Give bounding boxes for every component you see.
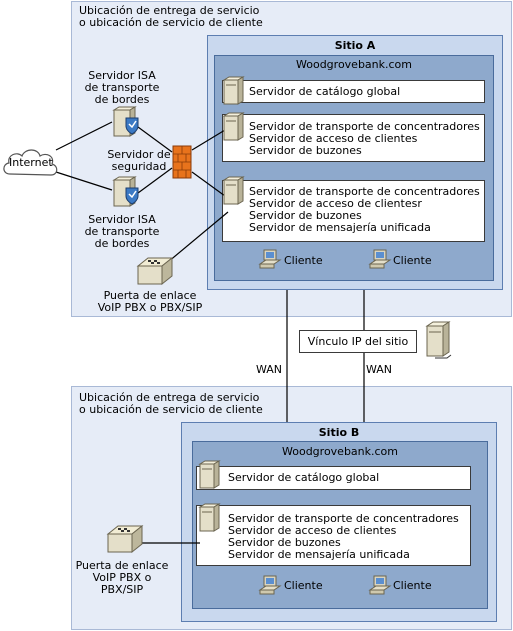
isa-label-line: de bordes xyxy=(94,93,150,106)
gateway-label-line: VoIP PBX o PBX/SIP xyxy=(97,301,203,314)
firewall-label-line: seguridad xyxy=(111,160,167,173)
site-b-title: Sitio B xyxy=(318,426,360,439)
isa-server-2-label: Servidor ISA de transporte de bordes xyxy=(76,214,168,250)
top-location-line-1: Ubicación de entrega de servicio xyxy=(79,4,260,17)
isa1-firewall-line xyxy=(137,126,173,153)
server-icon xyxy=(222,176,245,205)
isa-label-line: de bordes xyxy=(94,237,150,250)
top-location-line-2: o ubicación de servicio de cliente xyxy=(79,16,263,29)
isa-label-line: Servidor ISA xyxy=(88,69,156,82)
server-icon xyxy=(198,503,221,532)
site-a-domain-name: Woodgrovebank.com xyxy=(296,58,412,71)
site-b-client-1-label: Cliente xyxy=(284,579,323,592)
voip-gateway-icon xyxy=(106,524,144,554)
site-a-global-catalog-box xyxy=(222,80,485,103)
ip-link-label: Vínculo IP del sitio xyxy=(307,335,409,348)
gateway-servers2-line xyxy=(167,211,229,263)
server-role-label: Servidor de acceso de clientesr xyxy=(249,197,422,210)
gateway-top-label: Puerta de enlace VoIP PBX o PBX/SIP xyxy=(86,290,214,314)
gateway-label-line: VoIP PBX o xyxy=(92,571,152,584)
internet-label: Internet xyxy=(9,156,53,169)
isa-server-icon xyxy=(112,176,139,207)
server-role-label: Servidor de transporte de concentradores xyxy=(249,120,480,133)
site-b-global-catalog-box xyxy=(196,466,471,490)
server-role-label: Servidor de buzones xyxy=(249,144,362,157)
server-role-label: Servidor de transporte de concentradores xyxy=(249,185,480,198)
bottom-location-line-2: o ubicación de servicio de cliente xyxy=(79,403,263,416)
site-b-domain-name: Woodgrovebank.com xyxy=(282,445,398,458)
site-a-client-2-label: Cliente xyxy=(393,254,432,267)
server-role-label: Servidor de transporte de concentradores xyxy=(228,512,459,525)
firewall-label: Servidor de seguridad xyxy=(103,149,175,173)
ip-link-box xyxy=(299,330,417,353)
voip-gateway-icon xyxy=(136,256,174,286)
client-computer-icon xyxy=(368,249,392,269)
isa-server-1-label: Servidor ISA de transporte de bordes xyxy=(76,70,168,106)
server-icon xyxy=(222,112,245,141)
site-a-server-group-1-box xyxy=(222,114,485,162)
isa-server-icon xyxy=(112,106,139,137)
server-icon xyxy=(198,460,221,489)
site-b-global-catalog-label: Servidor de catálogo global xyxy=(228,471,380,484)
site-a-global-catalog-label: Servidor de catálogo global xyxy=(249,85,401,98)
gateway-label-line: Puerta de enlace xyxy=(75,559,169,572)
server-role-label: Servidor de buzones xyxy=(249,209,362,222)
firewall-servers1-line xyxy=(191,129,226,151)
server-role-label: Servidor de mensajería unificada xyxy=(228,548,410,561)
bottom-location-label: Ubicación de entrega de servicio o ubica… xyxy=(79,392,263,416)
bottom-location-line-1: Ubicación de entrega de servicio xyxy=(79,391,260,404)
isa-label-line: Servidor ISA xyxy=(88,213,156,226)
top-location-label: Ubicación de entrega de servicio o ubica… xyxy=(79,5,263,29)
client-computer-icon xyxy=(258,575,282,595)
server-role-label: Servidor de acceso de clientes xyxy=(249,132,418,145)
site-b-client-2-label: Cliente xyxy=(393,579,432,592)
internet-isa1-line xyxy=(55,121,113,151)
firewall-icon xyxy=(172,145,192,179)
server-role-label: Servidor de acceso de clientes xyxy=(228,524,397,537)
site-a-title: Sitio A xyxy=(334,39,376,52)
site-a-server-group-2-box xyxy=(222,180,485,242)
isa-label-line: de transporte xyxy=(84,81,160,94)
firewall-servers2-line xyxy=(191,171,226,197)
internet-isa2-line xyxy=(55,171,113,191)
site-a-server-group-1-labels: Servidor de transporte de concentradores… xyxy=(249,121,480,157)
server-icon xyxy=(222,76,245,105)
gateway-label-line: Puerta de enlace xyxy=(103,289,197,302)
gateway-label-line: PBX/SIP xyxy=(100,583,144,596)
gateway-bottom-label: Puerta de enlace VoIP PBX o PBX/SIP xyxy=(72,560,172,596)
wan-right-label: WAN xyxy=(366,363,393,376)
client-computer-icon xyxy=(368,575,392,595)
internet-cloud-icon xyxy=(3,149,58,176)
isa-label-line: de transporte xyxy=(84,225,160,238)
firewall-label-line: Servidor de xyxy=(107,148,171,161)
site-b-server-group-box xyxy=(196,505,471,566)
server-role-label: Servidor de mensajería unificada xyxy=(249,221,431,234)
site-a-client-1-label: Cliente xyxy=(284,254,323,267)
wan-left-label: WAN xyxy=(256,363,283,376)
server-role-label: Servidor de buzones xyxy=(228,536,341,549)
isa2-firewall-line xyxy=(137,167,173,194)
client-computer-icon xyxy=(258,249,282,269)
site-a-server-group-2-labels: Servidor de transporte de concentradores… xyxy=(249,186,480,234)
site-link-server-icon xyxy=(425,321,452,359)
site-b-server-group-labels: Servidor de transporte de concentradores… xyxy=(228,513,459,561)
